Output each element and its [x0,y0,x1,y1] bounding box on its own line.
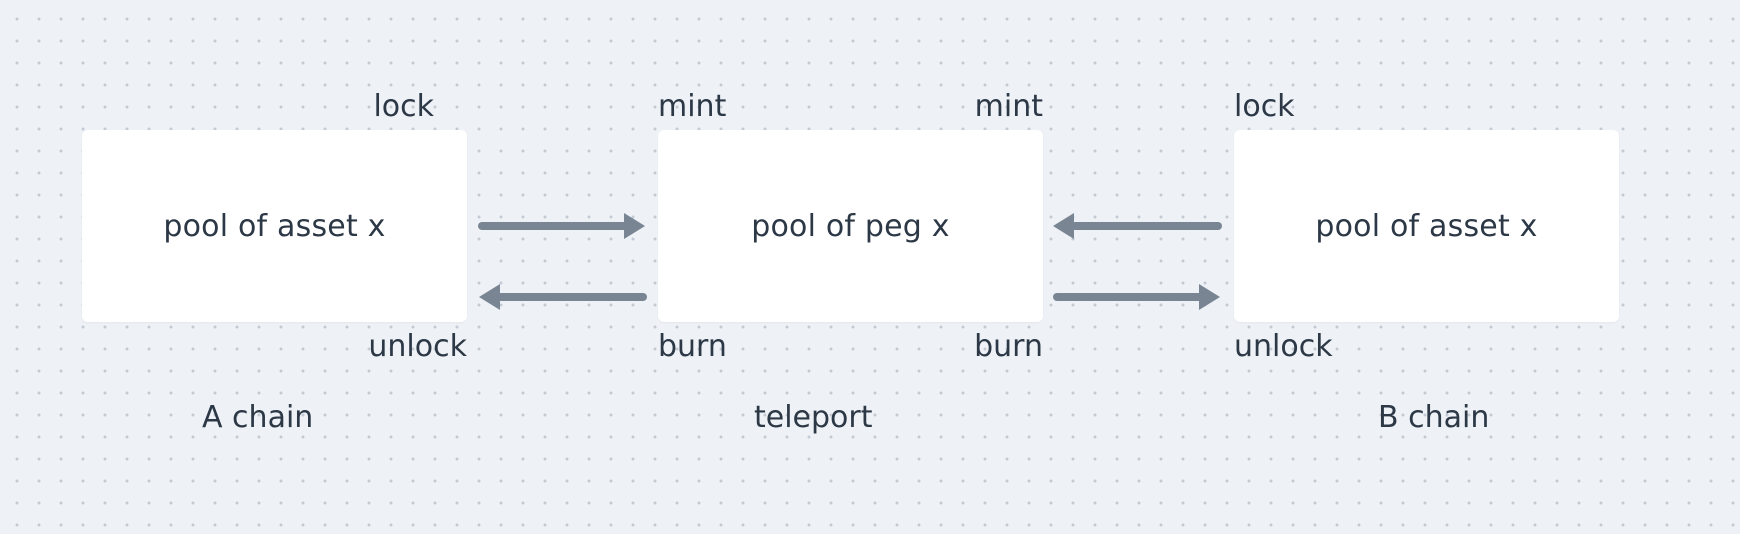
pool-peg-x-label: pool of peg x [751,208,950,244]
pool-asset-x-a-label: pool of asset x [163,208,386,244]
arrow-right-a-to-teleport [478,213,645,239]
unlock-label-a: unlock [368,329,467,364]
mint-label-right: mint [974,89,1043,124]
lock-label-b: lock [1234,89,1295,124]
burn-label-right: burn [974,329,1043,364]
chain-label-a: A chain [202,400,314,435]
arrow-right-teleport-to-b [1053,284,1220,310]
pool-peg-x-teleport: pool of peg x [658,130,1043,322]
mint-label-left: mint [658,89,727,124]
lock-label-a: lock [373,89,434,124]
chain-label-b: B chain [1378,400,1490,435]
burn-label-left: burn [658,329,727,364]
arrow-left-teleport-to-a [479,284,647,310]
unlock-label-b: unlock [1234,329,1333,364]
pool-asset-x-b-chain: pool of asset x [1234,130,1619,322]
chain-label-teleport: teleport [754,400,873,435]
arrow-left-b-to-teleport [1053,213,1222,239]
pool-asset-x-b-label: pool of asset x [1315,208,1538,244]
pool-asset-x-a-chain: pool of asset x [82,130,467,322]
